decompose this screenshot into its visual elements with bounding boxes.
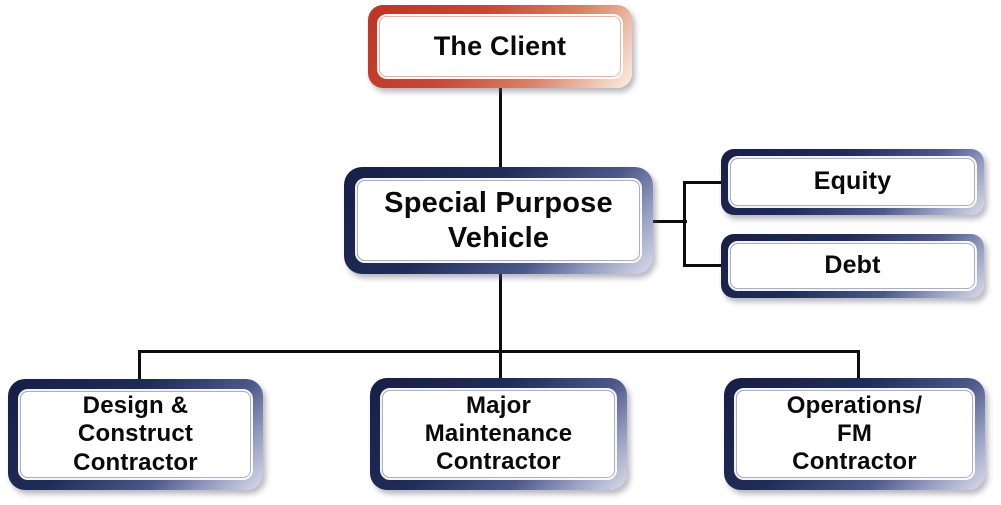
node-operations-fm-contractor: Operations/ FM Contractor [724, 378, 985, 490]
node-the-client-label: The Client [433, 30, 567, 61]
node-debt: Debt [721, 234, 984, 298]
connector-client-spv [499, 88, 502, 167]
node-design-construct-contractor-body: Design & Construct Contractor [18, 389, 253, 480]
node-special-purpose-vehicle: Special Purpose Vehicle [344, 167, 653, 274]
node-equity-body: Equity [728, 156, 977, 208]
connector-funding-bracket [683, 181, 686, 267]
node-design-construct-contractor-label: Design & Construct Contractor [73, 392, 198, 476]
node-major-maintenance-contractor: Major Maintenance Contractor [370, 378, 627, 490]
node-special-purpose-vehicle-body: Special Purpose Vehicle [355, 178, 642, 263]
connector-spv-down [499, 274, 502, 379]
connector-drop-operations [857, 350, 860, 378]
node-operations-fm-contractor-label: Operations/ FM Contractor [786, 391, 923, 476]
connector-spv-right [653, 220, 687, 223]
connector-drop-design [138, 350, 141, 379]
node-debt-label: Debt [824, 251, 881, 280]
node-the-client-body: The Client [377, 14, 623, 79]
node-debt-body: Debt [728, 241, 977, 291]
node-special-purpose-vehicle-label: Special Purpose Vehicle [384, 187, 613, 254]
node-equity: Equity [721, 149, 984, 215]
node-the-client: The Client [368, 5, 632, 88]
connector-to-debt [683, 264, 722, 267]
node-major-maintenance-contractor-body: Major Maintenance Contractor [380, 388, 617, 480]
node-operations-fm-contractor-body: Operations/ FM Contractor [734, 388, 975, 480]
node-major-maintenance-contractor-label: Major Maintenance Contractor [424, 391, 573, 476]
node-design-construct-contractor: Design & Construct Contractor [8, 379, 263, 490]
connector-horizontal-bus [138, 350, 860, 353]
node-equity-label: Equity [813, 167, 892, 196]
connector-to-equity [683, 181, 722, 184]
